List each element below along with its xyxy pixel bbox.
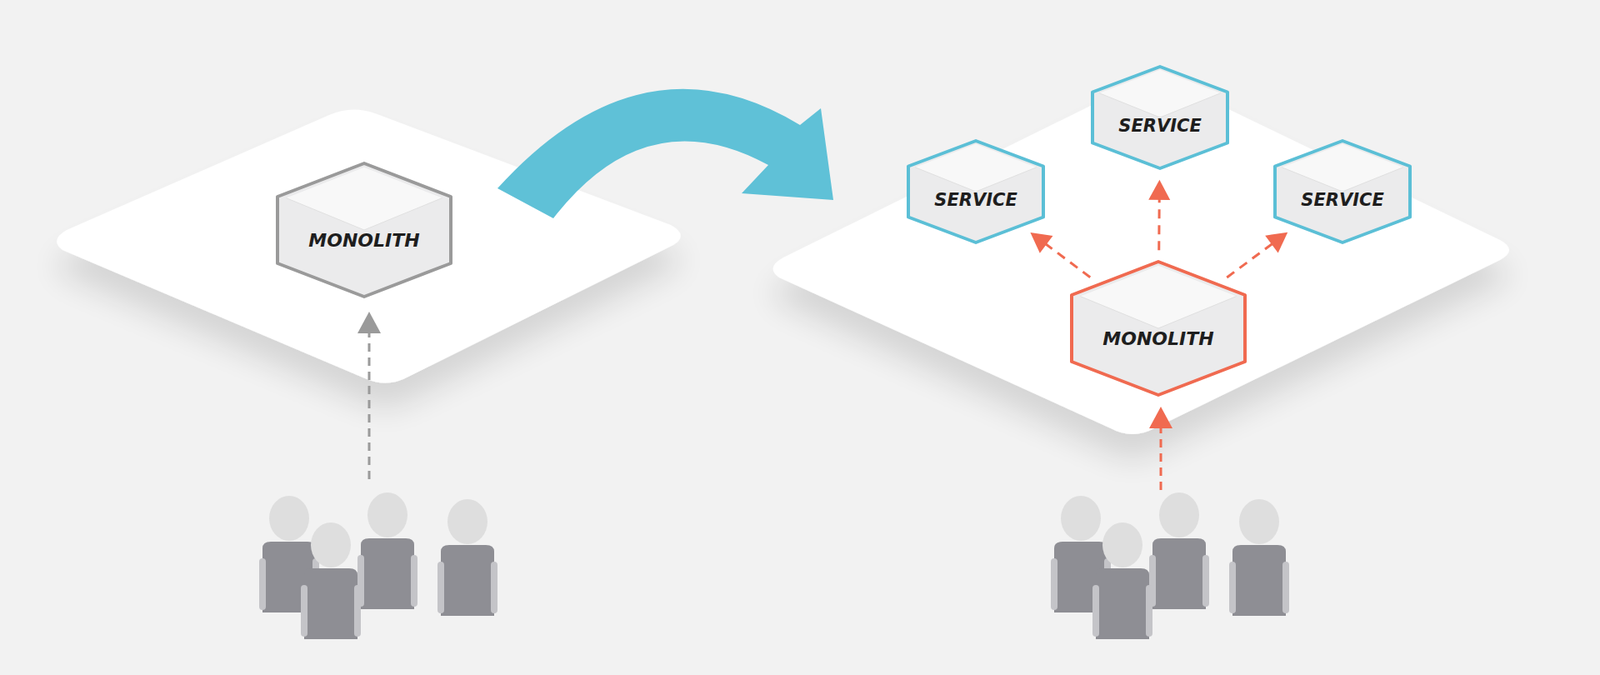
transition-arrow bbox=[497, 89, 834, 219]
monolith-box: MONOLITH bbox=[277, 163, 451, 297]
hexagon-outline bbox=[1071, 261, 1245, 395]
team-right bbox=[1050, 492, 1290, 640]
service-box: SERVICE bbox=[1092, 66, 1228, 169]
monolith-box: MONOLITH bbox=[1071, 261, 1245, 395]
service-box: SERVICE bbox=[1275, 140, 1410, 243]
hexagon-outline bbox=[277, 163, 451, 297]
box-label: MONOLITH bbox=[1071, 328, 1245, 350]
team-left bbox=[259, 492, 498, 640]
box-label: SERVICE bbox=[1092, 115, 1228, 136]
right-platform bbox=[773, 80, 1510, 435]
box-label: SERVICE bbox=[1275, 190, 1410, 210]
dashed-arrow bbox=[1226, 232, 1288, 278]
service-box: SERVICE bbox=[908, 140, 1044, 243]
team-arrow-right bbox=[1149, 406, 1173, 490]
box-label: MONOLITH bbox=[277, 230, 451, 251]
dashed-arrow bbox=[1148, 180, 1170, 250]
dashed-arrow bbox=[1030, 232, 1090, 278]
team-arrow-left bbox=[357, 311, 381, 480]
box-label: SERVICE bbox=[908, 190, 1044, 210]
